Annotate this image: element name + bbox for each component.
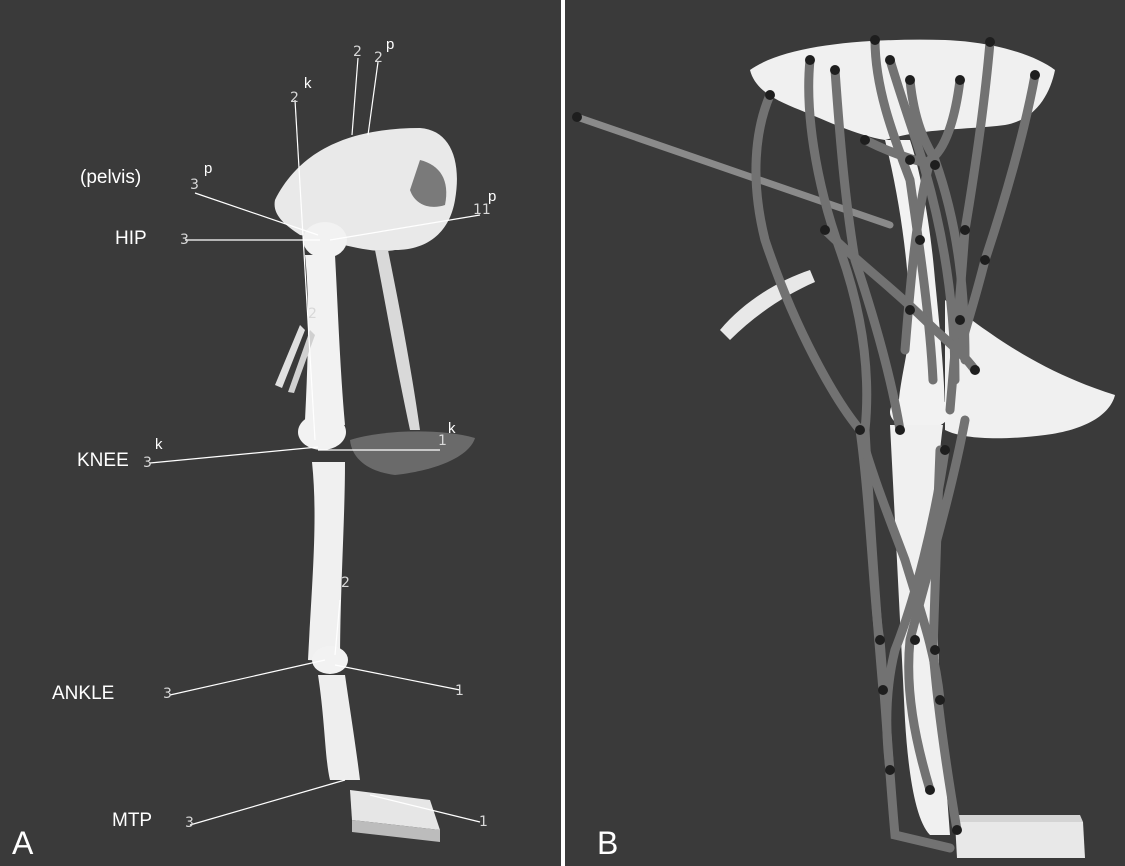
- fibula-thigh-bone: [375, 250, 420, 430]
- muscle-node: [935, 695, 945, 705]
- muscle-node: [970, 365, 980, 375]
- mtp-axis-line: [190, 780, 345, 825]
- muscle-node: [985, 37, 995, 47]
- muscle-node: [960, 225, 970, 235]
- panel-b-label: B: [597, 825, 618, 862]
- knee-axis-sup: k: [155, 436, 163, 453]
- pelvis-label: (pelvis): [80, 167, 141, 189]
- muscle-node: [885, 55, 895, 65]
- muscle-node: [925, 785, 935, 795]
- muscle-node: [895, 425, 905, 435]
- pelvis-axis-number: 3: [190, 177, 199, 193]
- muscle-node: [930, 160, 940, 170]
- muscle-node: [875, 635, 885, 645]
- pelvis-vertical-number: 2: [353, 44, 362, 60]
- knee-joint: [298, 414, 346, 450]
- ankle-axis-line: [170, 660, 325, 695]
- ankle-axis-right: [335, 665, 460, 690]
- pelvis-axis-sup: p: [204, 160, 212, 177]
- ankle-axis-number: 3: [163, 686, 172, 702]
- muscle-node: [940, 445, 950, 455]
- muscle-node: [765, 90, 775, 100]
- muscle-node: [952, 825, 962, 835]
- muscle-node: [1030, 70, 1040, 80]
- knee-vertical-sup: k: [304, 75, 312, 92]
- muscle-node: [870, 35, 880, 45]
- patella-blade: [350, 431, 475, 475]
- panel-b-muscle-model: [565, 0, 1125, 866]
- mtp-right-number: 1: [479, 814, 488, 830]
- muscle-node: [572, 112, 582, 122]
- foot-block-top: [955, 815, 1083, 822]
- mtp-label: MTP: [112, 810, 152, 832]
- panel-b: B: [565, 0, 1125, 866]
- muscle-node: [955, 315, 965, 325]
- pelvis-vertical-sup: p: [386, 36, 394, 53]
- femur-number: 2: [308, 306, 317, 322]
- tibia-bone: [308, 462, 345, 662]
- knee-right-number: 1: [438, 433, 447, 449]
- spur-bone: [275, 325, 305, 388]
- knee-right-sup: k: [448, 420, 456, 437]
- pelvis-vertical-2: [368, 62, 378, 135]
- knee-axis-number: 3: [143, 455, 152, 471]
- panel-a-label: A: [12, 825, 33, 862]
- muscle-node: [805, 55, 815, 65]
- pelvis-vertical: [352, 58, 358, 135]
- muscle-node: [955, 75, 965, 85]
- muscle-node: [915, 235, 925, 245]
- muscle-node: [905, 75, 915, 85]
- muscle-node: [885, 765, 895, 775]
- muscle-node: [905, 305, 915, 315]
- muscle-node: [878, 685, 888, 695]
- muscle-node: [830, 65, 840, 75]
- ankle-label: ANKLE: [52, 683, 114, 705]
- muscle-node: [905, 155, 915, 165]
- muscle-node: [860, 135, 870, 145]
- muscle-node: [855, 425, 865, 435]
- knee-axis-line: [150, 447, 318, 463]
- muscle-node: [910, 635, 920, 645]
- knee-label: KNEE: [77, 450, 129, 472]
- pelvis-right-sup: p: [488, 188, 496, 205]
- tibia-number: 2: [341, 575, 350, 591]
- metatarsal-bone: [318, 675, 360, 780]
- panel-a: (pelvis) HIP KNEE ANKLE MTP 3 p 3 3 k 3 …: [0, 0, 561, 866]
- ankle-right-number: 1: [455, 683, 464, 699]
- muscle-node: [930, 645, 940, 655]
- hip-label: HIP: [115, 228, 147, 250]
- pelvis-vertical-number-2: 2: [374, 50, 383, 66]
- panel-a-skeleton: [0, 0, 561, 866]
- muscle-node: [980, 255, 990, 265]
- mtp-axis-number: 3: [185, 815, 194, 831]
- ankle-joint: [312, 646, 348, 674]
- muscle-node: [820, 225, 830, 235]
- foot-block: [955, 822, 1085, 858]
- hip-axis-number: 3: [180, 232, 189, 248]
- knee-vertical-number: 2: [290, 90, 299, 106]
